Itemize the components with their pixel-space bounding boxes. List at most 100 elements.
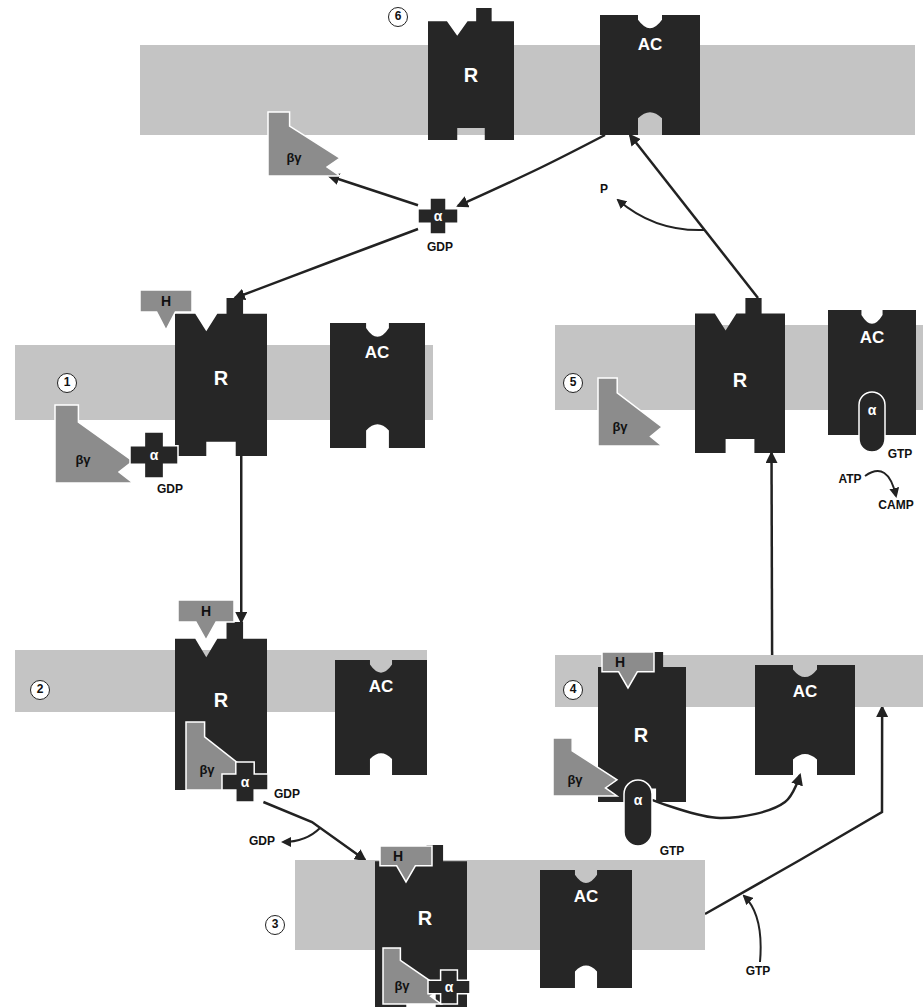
molecule-label: GDP <box>248 835 276 849</box>
adenylyl-cyclase: AC <box>330 323 425 448</box>
g-alpha-active-outline <box>859 392 885 452</box>
g-beta-gamma-outline <box>598 378 662 446</box>
cycle-arrow <box>235 229 418 298</box>
node-label: R <box>634 724 648 747</box>
hormone-shape <box>602 652 654 688</box>
node-label: H <box>615 654 625 670</box>
adenylyl-cyclase-shape <box>540 870 632 988</box>
adenylyl-cyclase: AC <box>335 660 427 775</box>
node-label: βγ <box>75 453 90 468</box>
node-label: AC <box>793 682 818 702</box>
g-beta-gamma-outline <box>553 738 617 796</box>
nucleotide-label: GTP <box>660 845 685 859</box>
membrane-band: 4RHAC <box>555 655 923 707</box>
g-beta-gamma-shape <box>598 378 662 446</box>
receptor: R <box>695 298 785 453</box>
g-alpha-shape <box>418 198 458 234</box>
hormone: H <box>140 290 192 330</box>
adenylyl-cyclase: AC <box>755 665 855 775</box>
node-label: α <box>445 979 454 995</box>
adenylyl-cyclase-outline <box>330 323 425 448</box>
g-beta-gamma-shape <box>553 738 617 796</box>
adenylyl-cyclase: ACαGTP <box>828 310 916 435</box>
node-label: AC <box>638 35 663 55</box>
adenylyl-cyclase-outline <box>755 665 855 775</box>
g-alpha-shape <box>222 762 268 802</box>
membrane-band: 3RHAC <box>295 860 705 950</box>
cycle-arrow <box>240 456 243 622</box>
node-label: βγ <box>394 979 409 994</box>
cycle-arrow <box>630 135 758 298</box>
adenylyl-cyclase-shape <box>330 323 425 448</box>
receptor-shape <box>175 298 267 456</box>
g-alpha-shape <box>130 432 178 478</box>
g-alpha: α <box>428 970 470 1004</box>
g-beta-gamma: βγ <box>553 738 617 796</box>
adenylyl-cyclase-shape <box>335 660 427 775</box>
membrane-band: 2 R AC <box>15 650 427 712</box>
adenylyl-cyclase: AC <box>600 15 700 135</box>
node-label: βγ <box>286 151 301 166</box>
molecule-label: P <box>599 183 609 197</box>
membrane-band: 6RAC <box>140 45 915 135</box>
step-number: 1 <box>57 373 77 393</box>
step-number: 2 <box>30 680 50 700</box>
nucleotide-label: GTP <box>888 448 913 462</box>
node-label: α <box>634 792 643 808</box>
hormone: H <box>178 600 234 640</box>
hormone-shape <box>178 600 234 640</box>
pill-shape <box>859 392 885 452</box>
g-beta-gamma-shape <box>55 405 133 483</box>
adenylyl-cyclase-shape <box>755 665 855 775</box>
g-beta-gamma: βγ <box>268 112 340 176</box>
adenylyl-cyclase: AC <box>540 870 632 988</box>
node-label: βγ <box>567 773 582 788</box>
molecule-label: CAMP <box>877 499 914 513</box>
node-label: α <box>434 208 443 224</box>
g-beta-gamma-outline <box>268 112 340 176</box>
node-label: AC <box>860 328 885 348</box>
node-label: AC <box>365 343 390 363</box>
node-label: α <box>150 447 159 463</box>
receptor-shape <box>695 298 785 453</box>
g-beta-gamma-outline <box>383 948 441 1004</box>
node-label: R <box>214 689 228 712</box>
reaction-arrow <box>865 471 896 496</box>
cycle-arrow <box>329 176 418 205</box>
hormone: H <box>380 846 432 882</box>
g-alpha: αGDP <box>418 198 458 234</box>
g-beta-gamma: βγ <box>598 378 662 446</box>
molecule-label: ATP <box>837 473 862 487</box>
node-label: R <box>733 369 747 392</box>
g-beta-gamma-outline <box>55 405 133 483</box>
hormone-outline <box>380 846 432 882</box>
pill-shape <box>624 780 652 846</box>
nucleotide-label: GDP <box>157 483 183 497</box>
g-alpha: αGDP <box>222 762 268 802</box>
g-alpha-shape <box>428 970 470 1004</box>
step-number: 3 <box>265 915 285 935</box>
hormone-shape <box>380 846 432 882</box>
g-alpha-active: αGTP <box>859 392 885 452</box>
release-arrow <box>283 828 320 842</box>
node-label: R <box>214 367 228 390</box>
node-label: H <box>393 848 403 864</box>
node-label: AC <box>574 887 599 907</box>
g-alpha-active: αGTP <box>624 780 652 846</box>
cycle-arrow <box>770 453 773 655</box>
receptor: R <box>428 8 514 140</box>
hormone: H <box>602 652 654 688</box>
g-beta-gamma-shape <box>383 948 441 1004</box>
step-number: 5 <box>563 373 583 393</box>
binding-arrow <box>744 896 761 962</box>
node-label: βγ <box>199 763 214 778</box>
cycle-arrow <box>263 802 365 860</box>
adenylyl-cyclase-shape <box>828 310 916 435</box>
node-label: α <box>241 774 250 790</box>
step-number: 6 <box>388 7 408 27</box>
cycle-arrow <box>458 135 605 206</box>
node-label: AC <box>369 677 394 697</box>
